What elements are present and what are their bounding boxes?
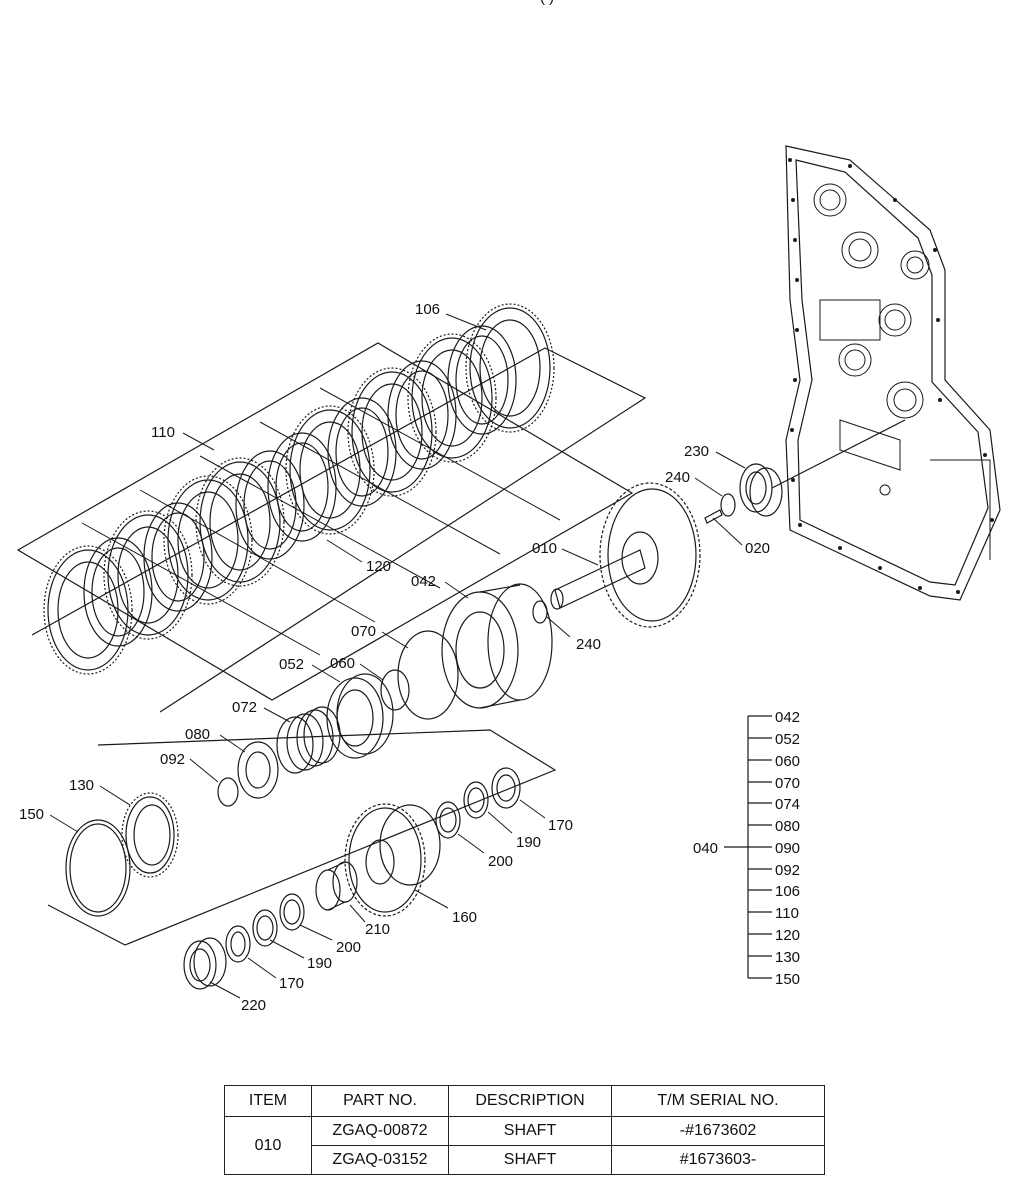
spring-072 xyxy=(276,706,341,774)
group-child-074: 074 xyxy=(775,796,800,813)
callout-200-upper: 200 xyxy=(488,853,513,870)
callout-230: 230 xyxy=(684,443,709,460)
drum-042 xyxy=(441,583,553,709)
callout-190-lower: 190 xyxy=(307,955,332,972)
table-cell-serial: #1673603- xyxy=(611,1145,825,1175)
callout-150: 150 xyxy=(19,806,44,823)
bearing-230 xyxy=(739,463,783,517)
group-parent-label: 040 xyxy=(693,840,718,857)
group-child-090: 090 xyxy=(775,840,800,857)
table-header-description: DESCRIPTION xyxy=(448,1085,612,1117)
group-child-110: 110 xyxy=(775,905,799,922)
group-child-070: 070 xyxy=(775,775,800,792)
callout-106: 106 xyxy=(415,301,440,318)
snap-ring-240 xyxy=(720,493,736,517)
callout-190-upper: 190 xyxy=(516,834,541,851)
table-cell-part-no: ZGAQ-03152 xyxy=(311,1145,449,1175)
callout-020: 020 xyxy=(745,540,770,557)
washer-200-lower xyxy=(279,893,305,931)
table-cell-description: SHAFT xyxy=(448,1145,612,1175)
snap-ring-150 xyxy=(65,819,131,917)
callout-210: 210 xyxy=(365,921,390,938)
table-header-part-no: PART NO. xyxy=(311,1085,449,1117)
table-cell-item: 010 xyxy=(224,1116,312,1175)
ring-060 xyxy=(380,669,410,711)
callout-240-upper: 240 xyxy=(665,469,690,486)
callout-200-lower: 200 xyxy=(336,939,361,956)
table-header-row: ITEM PART NO. DESCRIPTION T/M SERIAL NO. xyxy=(224,1085,825,1117)
table-header-serial: T/M SERIAL NO. xyxy=(611,1085,825,1117)
washer-080 xyxy=(237,741,279,799)
table-row: 010 ZGAQ-00872 SHAFT -#1673602 xyxy=(224,1116,825,1175)
group-tree xyxy=(724,715,772,979)
group-child-106: 106 xyxy=(775,883,800,900)
clutch-disc-stack xyxy=(43,303,555,675)
washer-200-upper xyxy=(435,801,461,839)
needle-bearing-210 xyxy=(315,861,358,911)
table-row: ZGAQ-03152 SHAFT #1673603- xyxy=(225,1145,825,1175)
transmission-case xyxy=(785,145,1001,601)
group-child-120: 120 xyxy=(775,927,800,944)
callout-070: 070 xyxy=(351,623,376,640)
snap-ring-092 xyxy=(217,777,239,807)
disc-130 xyxy=(121,792,179,878)
group-child-060: 060 xyxy=(775,753,800,770)
group-child-150: 150 xyxy=(775,971,800,988)
callout-092: 092 xyxy=(160,751,185,768)
callout-220: 220 xyxy=(241,997,266,1014)
callout-160: 160 xyxy=(452,909,477,926)
table-cell-description: SHAFT xyxy=(448,1116,612,1146)
parts-table: ITEM PART NO. DESCRIPTION T/M SERIAL NO.… xyxy=(224,1085,825,1175)
group-child-042: 042 xyxy=(775,709,800,726)
callout-080: 080 xyxy=(185,726,210,743)
callout-052: 052 xyxy=(279,656,304,673)
callout-130: 130 xyxy=(69,777,94,794)
callout-072: 072 xyxy=(232,699,257,716)
bearing-190-lower xyxy=(252,909,278,947)
group-child-092: 092 xyxy=(775,862,800,879)
lower-assembly-frame xyxy=(47,729,557,946)
group-child-080: 080 xyxy=(775,818,800,835)
callout-240-lower: 240 xyxy=(576,636,601,653)
callout-042: 042 xyxy=(411,573,436,590)
table-cell-part-no: ZGAQ-00872 xyxy=(311,1116,449,1146)
callout-110: 110 xyxy=(151,424,175,441)
bearing-190-upper xyxy=(463,781,489,819)
group-child-052: 052 xyxy=(775,731,800,748)
callout-010: 010 xyxy=(532,540,557,557)
shaft-010 xyxy=(550,482,701,628)
clutch-pack-frame xyxy=(16,342,634,701)
group-child-130: 130 xyxy=(775,949,800,966)
washer-170-upper xyxy=(491,767,521,809)
callout-170-upper: 170 xyxy=(548,817,573,834)
pin-020 xyxy=(704,509,723,524)
washer-170-lower xyxy=(225,925,251,963)
seal-ring-070 xyxy=(397,630,459,720)
gear-160 xyxy=(344,803,441,917)
bearing-220 xyxy=(183,937,227,990)
piston-052 xyxy=(326,673,394,759)
callout-170-lower: 170 xyxy=(279,975,304,992)
table-header-item: ITEM xyxy=(224,1085,312,1117)
table-cell-serial: -#1673602 xyxy=(611,1116,825,1146)
callout-060: 060 xyxy=(330,655,355,672)
callout-120: 120 xyxy=(366,558,391,575)
header-fragment: ( ) xyxy=(540,0,554,6)
